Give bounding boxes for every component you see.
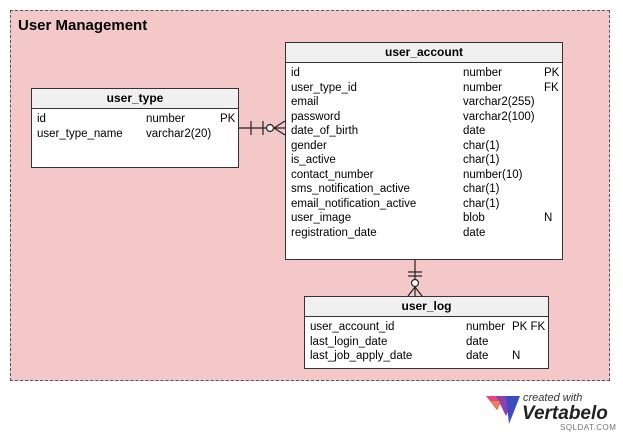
column-row: user_type_id number FK (286, 81, 562, 96)
column-type: date (466, 335, 489, 348)
column-name: user_account_id (310, 321, 395, 333)
watermark-text: SQLDAT.COM (560, 423, 617, 432)
column-name: user_type_name (37, 127, 123, 140)
column-type: varchar2(20) (146, 127, 212, 140)
column-row: id number PK (286, 66, 562, 81)
column-key: N (544, 212, 553, 224)
column-row: contact_number number(10) (286, 168, 562, 183)
column-row: registration_date date (286, 226, 562, 241)
column-name: email_notification_active (291, 197, 417, 210)
column-key: PK FK (512, 321, 546, 333)
column-type: varchar2(100) (463, 110, 535, 123)
column-name: date_of_birth (291, 125, 359, 137)
column-type: number (146, 113, 185, 125)
relationship-user-account-user-log[interactable] (407, 260, 423, 297)
column-type: char(1) (463, 154, 500, 166)
column-type: number (463, 81, 502, 94)
column-type: varchar2(255) (463, 96, 535, 108)
vertabelo-logo-icon (486, 396, 520, 424)
column-type: char(1) (463, 197, 500, 210)
column-name: user_type_id (291, 81, 357, 94)
table-title: user_type (32, 89, 238, 109)
column-row: gender char(1) (286, 139, 562, 154)
column-key: PK (544, 67, 560, 79)
column-type: date (463, 125, 486, 137)
column-name: email (291, 96, 319, 108)
column-type: char(1) (463, 139, 500, 152)
column-row: is_active char(1) (286, 153, 562, 168)
column-name: contact_number (291, 168, 374, 181)
column-type: number (463, 67, 502, 79)
column-type: blob (463, 212, 485, 224)
column-name: last_job_apply_date (310, 350, 413, 362)
column-type: number (466, 321, 505, 333)
column-name: last_login_date (310, 335, 388, 348)
column-row: user_image blob N (286, 211, 562, 226)
column-type: date (466, 350, 489, 362)
column-key: N (512, 350, 521, 362)
column-row: last_login_date date (305, 335, 548, 350)
column-type: number(10) (463, 168, 523, 181)
vertabelo-brand: Vertabelo (522, 403, 608, 424)
created-with-label: created with (523, 392, 583, 404)
column-name: id (291, 67, 300, 79)
column-row: email_notification_active char(1) (286, 197, 562, 212)
column-key: PK (220, 113, 236, 125)
column-key: FK (544, 81, 559, 94)
relationship-user-type-user-account[interactable] (239, 120, 286, 136)
column-name: registration_date (291, 226, 377, 239)
column-row: user_account_id number PK FK (305, 320, 548, 335)
column-name: sms_notification_active (291, 183, 410, 195)
table-title: user_account (286, 43, 562, 63)
column-name: is_active (291, 154, 336, 166)
column-row: date_of_birth date (286, 124, 562, 139)
column-name: password (291, 110, 341, 123)
subject-area-title: User Management (18, 17, 148, 34)
column-row: last_job_apply_date date N (305, 349, 548, 364)
column-row: sms_notification_active char(1) (286, 182, 562, 197)
column-row: password varchar2(100) (286, 110, 562, 125)
column-type: char(1) (463, 183, 500, 195)
column-name: user_image (291, 212, 352, 224)
column-name: id (37, 113, 46, 125)
table-user-type[interactable]: user_type id number PK user_type_name va… (31, 88, 239, 168)
column-type: date (463, 226, 486, 239)
column-row: id number PK (32, 112, 238, 127)
table-title: user_log (305, 297, 548, 317)
column-row: email varchar2(255) (286, 95, 562, 110)
table-user-log[interactable]: user_log user_account_id number PK FK last… (304, 296, 549, 369)
column-row: user_type_name varchar2(20) (32, 127, 238, 142)
column-name: gender (291, 139, 327, 152)
